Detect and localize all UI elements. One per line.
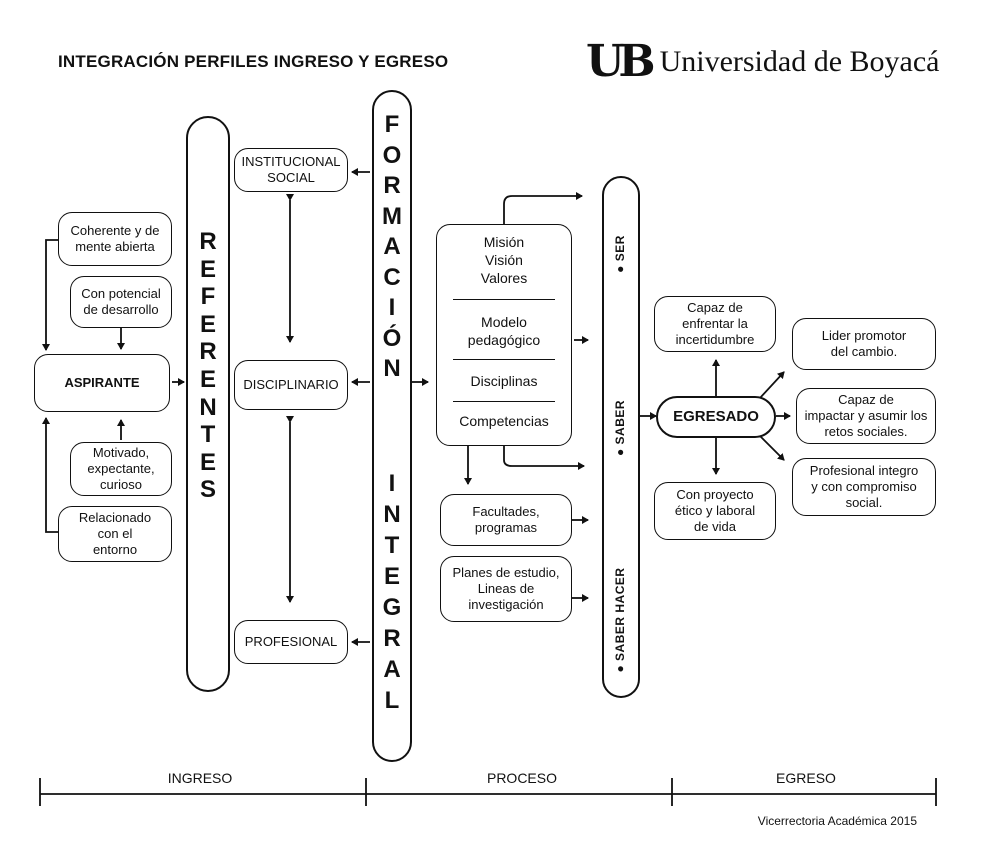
arrow-egresado-to-lider bbox=[759, 371, 785, 399]
footer-credit: Vicerrectoria Académica 2015 bbox=[757, 814, 917, 828]
formacion-integral-pill bbox=[372, 90, 412, 762]
logo-name: Universidad de Boyacá bbox=[659, 44, 940, 78]
referentes-letter: E bbox=[199, 255, 216, 283]
integral-letter: T bbox=[384, 532, 400, 559]
trait-lider: Lider promotor del cambio. bbox=[792, 318, 936, 370]
integral-letter: L bbox=[384, 687, 400, 714]
referentes-letter: R bbox=[199, 228, 217, 255]
timeline-proceso: PROCESO bbox=[486, 770, 557, 786]
timeline-egreso: EGRESO bbox=[776, 770, 836, 786]
arrow-mision-to-ser bbox=[503, 192, 583, 224]
trait-coherente: Coherente y de mente abierta bbox=[58, 212, 172, 266]
planes-box: Planes de estudio, Lineas de investigaci… bbox=[440, 556, 572, 622]
university-logo: UB Universidad de Boyacá bbox=[586, 36, 939, 87]
proceso-block: Misión Visión Valores Modelo pedagógico … bbox=[436, 224, 572, 446]
formacion-letter: C bbox=[383, 263, 401, 291]
integral-letter: R bbox=[383, 625, 401, 652]
formacion-letter: R bbox=[383, 172, 401, 199]
trait-incertidumbre: Capaz de enfrentar la incertidumbre bbox=[654, 296, 776, 352]
referentes-pill bbox=[186, 116, 230, 692]
aspirante-box: ASPIRANTE bbox=[34, 354, 170, 412]
arrow-coherente-to-aspirante bbox=[42, 239, 58, 351]
trait-relacionado: Relacionado con el entorno bbox=[58, 506, 172, 562]
institucional-social-box: INSTITUCIONAL SOCIAL bbox=[234, 148, 348, 192]
page-title: INTEGRACIÓN PERFILES INGRESO Y EGRESO bbox=[58, 52, 449, 71]
trait-impactar: Capaz de impactar y asumir los retos soc… bbox=[796, 388, 936, 444]
arrow-egresado-to-profesional bbox=[759, 435, 785, 461]
formacion-letter: I bbox=[388, 294, 396, 321]
trait-profesional: Profesional integro y con compromiso soc… bbox=[792, 458, 936, 516]
competencias: Competencias bbox=[459, 413, 549, 429]
arrow-relacionado-to-aspirante bbox=[42, 417, 58, 533]
proceso-divider-1 bbox=[453, 299, 555, 300]
arrow-competencias-to-saber bbox=[503, 446, 585, 470]
proceso-divider-3 bbox=[453, 401, 555, 402]
referentes-letter: F bbox=[200, 283, 216, 311]
referentes-letter: T bbox=[200, 421, 216, 449]
referentes-letter: N bbox=[199, 393, 217, 421]
trait-motivado: Motivado, expectante, curioso bbox=[70, 442, 172, 496]
formacion-letter: A bbox=[383, 233, 401, 260]
timeline-ingreso: INGRESO bbox=[167, 770, 233, 786]
integral-letter: E bbox=[383, 563, 400, 590]
formacion-letter: F bbox=[384, 111, 400, 138]
saber-ser-label: ● SER bbox=[613, 235, 627, 273]
referentes-letter: S bbox=[199, 476, 216, 504]
facultades-box: Facultades, programas bbox=[440, 494, 572, 546]
modelo-pedagogico: Modelo pedagógico bbox=[467, 314, 541, 348]
integral-letter: G bbox=[382, 594, 402, 621]
trait-proyecto: Con proyecto ético y laboral de vida bbox=[654, 482, 776, 540]
integral-letter: N bbox=[383, 501, 401, 528]
formacion-letter: N bbox=[383, 355, 401, 382]
formacion-letter: M bbox=[382, 202, 402, 230]
egresado-box: EGRESADO bbox=[656, 396, 776, 438]
disciplinas: Disciplinas bbox=[470, 373, 538, 389]
formacion-letter: O bbox=[382, 141, 402, 169]
formacion-letter: Ó bbox=[382, 324, 402, 352]
referentes-letter: E bbox=[199, 448, 216, 476]
logo-mark: UB bbox=[586, 36, 656, 87]
mision-vision-valores: Misión Visión Valores bbox=[480, 234, 528, 286]
integral-letter: A bbox=[383, 656, 401, 683]
profesional-box: PROFESIONAL bbox=[234, 620, 348, 664]
integral-letter: I bbox=[388, 470, 396, 497]
proceso-divider-2 bbox=[453, 359, 555, 360]
saber-label: ● SABER bbox=[613, 399, 627, 457]
saberes-pill bbox=[602, 176, 640, 698]
trait-potencial: Con potencial de desarrollo bbox=[70, 276, 172, 328]
referentes-letter: E bbox=[199, 365, 216, 393]
saber-hacer-label: ● SABER HACER bbox=[613, 567, 627, 673]
referentes-letter: R bbox=[199, 338, 217, 366]
disciplinario-box: DISCIPLINARIO bbox=[234, 360, 348, 410]
referentes-letter: E bbox=[199, 310, 216, 338]
